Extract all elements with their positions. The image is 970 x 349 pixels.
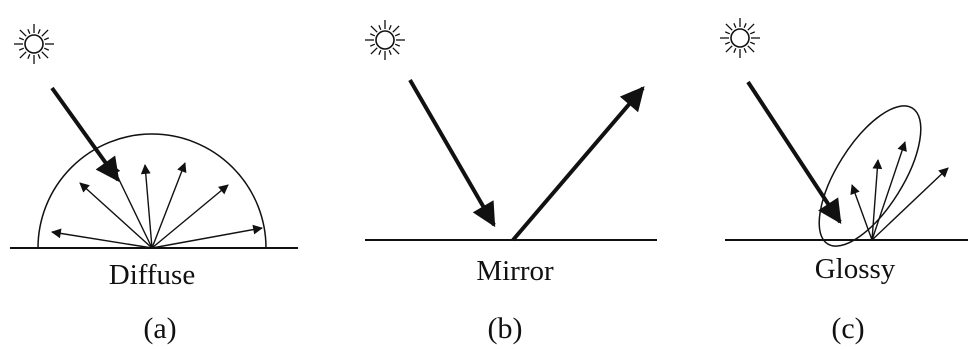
surface-label: Glossy <box>815 253 896 285</box>
sun-ray <box>378 24 382 31</box>
sun-ray <box>724 31 731 35</box>
reflected-ray <box>511 86 645 242</box>
sun-ray <box>724 41 731 45</box>
panel-glossy: Glossy (c) <box>720 18 968 345</box>
sun-ray <box>370 25 378 33</box>
panel-caption: (b) <box>488 312 523 345</box>
sun-disc <box>375 30 395 50</box>
sun-ray <box>369 33 376 37</box>
sun-icon <box>720 18 760 58</box>
incident-ray <box>408 78 496 228</box>
incident-ray <box>746 80 842 225</box>
sun-ray <box>733 47 737 54</box>
reflected-ray <box>151 224 263 249</box>
sun-ray <box>733 22 737 29</box>
reflected-ray <box>51 228 153 249</box>
sun-ray <box>27 53 31 60</box>
sun-icon <box>14 24 54 64</box>
sun-ray <box>747 45 755 53</box>
sun-ray <box>43 47 50 51</box>
sun-ray <box>725 23 733 31</box>
reflected-ray <box>111 164 153 249</box>
sun-ray <box>41 51 49 59</box>
sun-ray <box>27 28 31 35</box>
sun-ray <box>394 33 401 37</box>
sun-ray <box>394 43 401 47</box>
panel-caption: (a) <box>143 312 176 345</box>
diffuse-lobe <box>37 133 267 249</box>
sun-ray <box>388 49 392 56</box>
sun-ray <box>19 29 27 37</box>
reflected-ray <box>871 141 907 241</box>
panel-diffuse: Diffuse (a) <box>10 24 298 345</box>
reflected-ray <box>140 164 153 249</box>
sun-ray <box>725 45 733 53</box>
sun-ray <box>37 53 41 60</box>
sun-ray <box>43 37 50 41</box>
panel-mirror: Mirror (b) <box>365 20 657 345</box>
specular-lobe <box>818 105 922 247</box>
reflected-ray <box>79 182 153 249</box>
sun-ray <box>41 29 49 37</box>
reflected-rays <box>51 162 263 249</box>
sun-ray <box>743 22 747 29</box>
sun-disc <box>730 28 750 48</box>
sun-ray <box>392 47 400 55</box>
sun-ray <box>747 23 755 31</box>
sun-ray <box>18 37 25 41</box>
reflected-ray <box>871 167 949 241</box>
incident-ray <box>50 86 120 182</box>
sun-ray <box>749 31 756 35</box>
sun-ray <box>37 28 41 35</box>
surface-label: Diffuse <box>109 259 195 291</box>
reflected-ray <box>151 184 229 249</box>
reflected-ray <box>871 159 883 241</box>
reflected-ray <box>850 184 873 241</box>
sun-ray <box>19 51 27 59</box>
sun-ray <box>392 25 400 33</box>
sun-icon <box>365 20 405 60</box>
sun-ray <box>18 47 25 51</box>
sun-ray <box>749 41 756 45</box>
sun-ray <box>369 43 376 47</box>
surface-label: Mirror <box>476 255 554 287</box>
sun-ray <box>378 49 382 56</box>
reflected-rays <box>850 141 949 241</box>
sun-disc <box>24 34 44 54</box>
sun-ray <box>370 47 378 55</box>
panel-caption: (c) <box>831 312 864 345</box>
reflected-ray <box>151 162 187 249</box>
sun-ray <box>743 47 747 54</box>
sun-ray <box>388 24 392 31</box>
